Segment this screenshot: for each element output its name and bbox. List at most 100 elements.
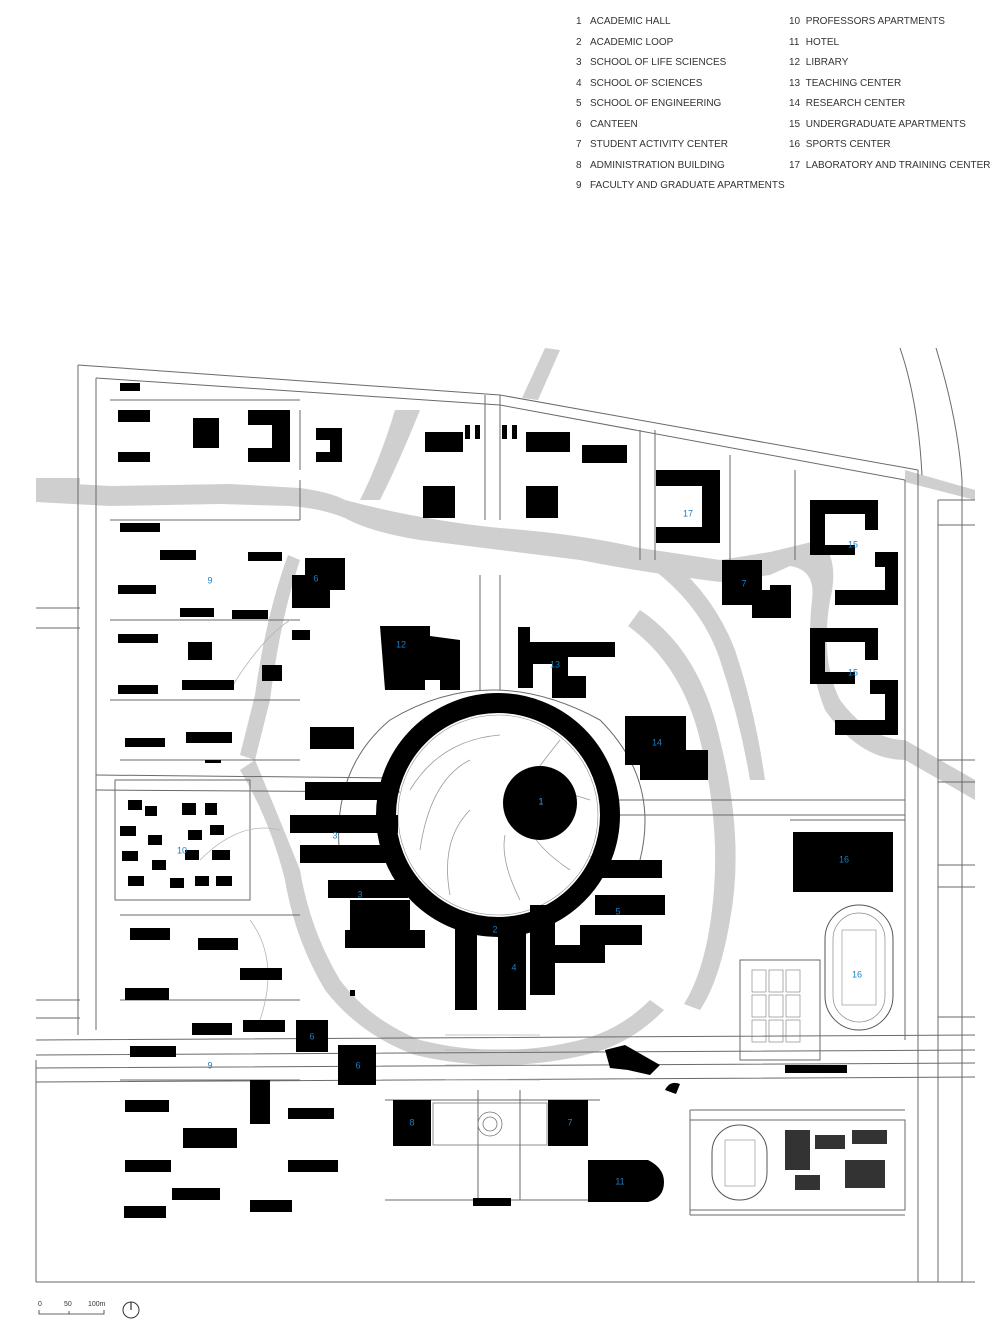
legend-label: PROFESSORS APARTMENTS — [805, 16, 945, 27]
map-label-canteen: 6 — [355, 1060, 360, 1070]
scale-line — [38, 1310, 105, 1315]
apartment-block — [205, 760, 221, 763]
fountain — [477, 1111, 503, 1137]
running-track-inner — [832, 912, 886, 1023]
legend-number: 7 — [576, 139, 582, 150]
school-of-life-sciences — [290, 782, 425, 948]
north-block — [526, 432, 570, 452]
apartment-block — [250, 1080, 270, 1124]
river-east-channel — [770, 540, 905, 760]
legend-number: 14 — [789, 98, 801, 109]
map-labels: 1 2 3 3 4 5 6 6 6 7 7 8 9 9 10 11 12 13 … — [177, 508, 862, 1186]
tennis-courts — [751, 969, 801, 1043]
villa — [170, 878, 184, 888]
fountain-inner — [482, 1116, 498, 1132]
life-sciences-wing — [345, 930, 425, 948]
legend-number: 6 — [576, 118, 582, 130]
tennis-court — [751, 969, 767, 993]
sports-stand — [785, 1065, 847, 1073]
map-label-student-activity: 7 — [567, 1117, 572, 1127]
southern-boulevard — [35, 1034, 976, 1083]
legend-item: 15 UNDERGRADUATE APARTMENTS — [789, 119, 990, 140]
apartment-block — [292, 630, 310, 640]
east-highway — [899, 347, 963, 1282]
villa — [152, 860, 166, 870]
map-label-undergraduate-apartments: 15 — [848, 667, 858, 677]
villa — [216, 876, 232, 886]
villa — [128, 876, 144, 886]
map-label-hotel: 11 — [615, 1176, 624, 1186]
legend-label: TEACHING CENTER — [805, 77, 902, 89]
legend-item: 14 RESEARCH CENTER — [789, 98, 990, 119]
legend-label: LIBRARY — [805, 57, 849, 68]
legend-label: SCHOOL OF ENGINEERING — [590, 98, 722, 109]
northeast-buildings — [656, 470, 898, 735]
legend-label: SCHOOL OF SCIENCES — [590, 77, 703, 89]
river-east-loop — [640, 552, 765, 780]
road-network — [35, 347, 976, 1282]
villa — [148, 835, 162, 845]
south-plaza — [432, 1102, 548, 1146]
teaching-center — [518, 627, 615, 698]
legend-item: 16 SPORTS CENTER — [789, 139, 990, 160]
legend-number: 17 — [789, 159, 801, 171]
north-internal-roads — [299, 395, 796, 560]
tennis-court — [768, 969, 784, 993]
map-label-teaching-center: 13 — [550, 659, 560, 669]
central-axis — [477, 575, 521, 1200]
canteen-north — [292, 558, 345, 608]
apartment-block — [118, 634, 158, 643]
apartment-block — [124, 1206, 166, 1218]
tennis-court — [785, 969, 801, 993]
apartment-block — [120, 523, 160, 532]
southeast-building — [815, 1135, 845, 1149]
tennis-court — [785, 1019, 801, 1043]
life-sciences-wing — [328, 880, 408, 898]
apartment-block — [125, 738, 165, 747]
student-activity-center — [548, 1100, 588, 1146]
apartment-block — [186, 732, 232, 743]
river-west — [36, 482, 345, 518]
river-northeast-outlet — [905, 470, 975, 500]
legend-item: 12 LIBRARY — [789, 57, 990, 78]
map-label-student-activity: 7 — [741, 578, 746, 588]
tennis-court — [768, 1019, 784, 1043]
southeast-building — [852, 1130, 887, 1144]
apartment-block — [310, 727, 354, 749]
life-sciences-wing — [305, 782, 395, 800]
north-block — [475, 425, 480, 439]
life-sciences-wing — [290, 815, 398, 833]
sports-complex — [751, 832, 894, 1043]
undergraduate-apartments — [810, 500, 878, 555]
legend-number: 3 — [576, 57, 582, 68]
southeast-building — [795, 1175, 820, 1190]
hotel — [588, 1160, 664, 1202]
arts-building — [605, 1045, 660, 1075]
southeast-buildings — [785, 1130, 887, 1190]
apartment-block — [188, 642, 212, 660]
map-label-life-sciences: 3 — [332, 830, 337, 840]
east-road-ticks — [938, 499, 975, 1018]
map-label-academic-loop: 2 — [492, 924, 497, 934]
apartment-block — [288, 1160, 338, 1172]
engineering-wing — [590, 860, 662, 878]
legend-number: 10 — [789, 16, 801, 27]
small-block — [350, 990, 355, 996]
villa — [128, 800, 142, 810]
north-block — [118, 410, 150, 422]
north-block — [512, 425, 517, 439]
apartment-block — [172, 1188, 220, 1200]
legend-number: 9 — [576, 180, 582, 191]
river-east-outlet — [905, 740, 975, 800]
apartment-block — [118, 585, 156, 594]
apartment-block — [125, 1160, 171, 1172]
river-northeast-branch — [522, 348, 560, 400]
sports-block-roads — [689, 819, 906, 1211]
legend-number: 12 — [789, 57, 801, 68]
apartment-block — [118, 685, 158, 694]
north-block — [425, 432, 463, 452]
legend-item: 11 HOTEL — [789, 37, 990, 58]
